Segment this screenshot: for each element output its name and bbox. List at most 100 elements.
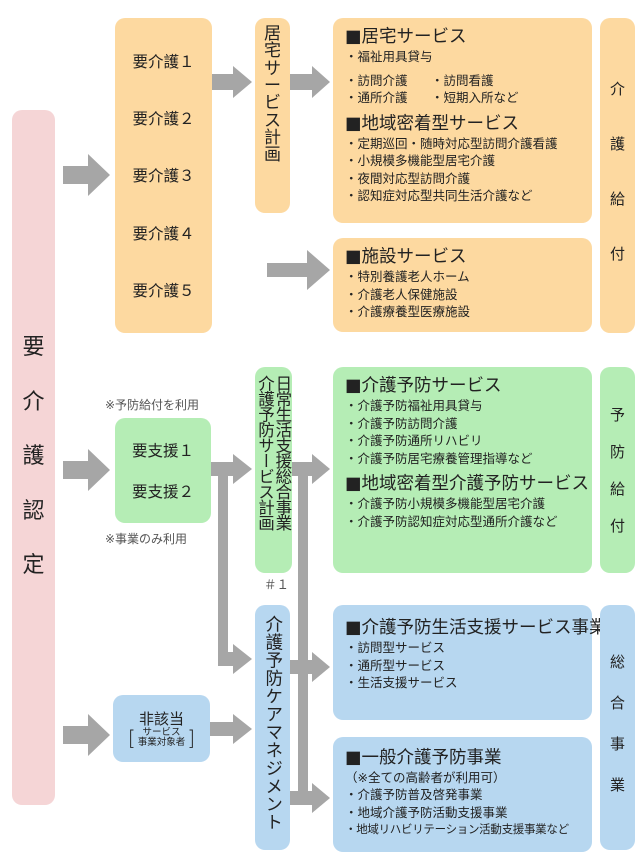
benefit-char: 予 [609,406,625,424]
preventive-benefit-column: 予 防 給 付 [600,367,635,573]
arrow-to-facility-services [267,250,330,290]
preventive-plan-col1: 日常生活支援総合事業 [272,375,292,530]
connector-support-to-mgmt [218,462,228,662]
arrow-to-life-support [290,652,330,682]
note-preventive-benefit: ※予防給付を利用 [105,398,200,412]
service-item: 介護予防居宅療養管理指導など [345,450,584,468]
service-item: 小規模多機能型居宅介護 [345,152,584,170]
service-item: 介護療養型医療施設 [345,303,584,321]
general-prevention-title: ■一般介護予防事業 [345,748,502,768]
community-preventive-list: 介護予防小規模多機能型居宅介護 介護予防認知症対応型通所介護など [345,495,584,530]
arrow-to-home-services [290,66,330,98]
not-applicable-sub: [ サービス 事業対象者 ] [127,725,196,750]
service-item: 訪問介護 [345,72,431,90]
home-services-list: 福祉用具貸与 [345,48,584,66]
footnote-mark: ＃１ [264,577,290,592]
bracket-left: [ [127,725,136,750]
arrow-not-applicable-to-mgmt [210,714,252,744]
care-level-item: 要介護４ [132,224,195,243]
project-char: 合 [609,693,625,712]
not-applicable-box: 非該当 [ サービス 事業対象者 ] [113,695,210,762]
community-preventive-title: ■地域密着型介護予防サービス [345,474,590,494]
service-item: 通所介護 [345,89,431,107]
benefit-char: 付 [609,517,625,535]
facility-services-list: 特別養護老人ホーム 介護老人保健施設 介護療養型医療施設 [345,268,584,321]
life-support-services-box: ■介護予防生活支援サービス事業 訪問型サービス 通所型サービス 生活支援サービス [333,605,607,720]
bracket-right: ] [187,725,196,750]
benefit-char: 防 [609,443,625,461]
sub-text: サービス 事業対象者 [137,726,186,748]
home-services-row: 訪問介護 訪問看護 [345,72,584,90]
service-item: 訪問型サービス [345,639,584,657]
service-item: 訪問看護 [431,72,494,90]
care-level-item: 要介護２ [132,110,195,129]
care-certification-box: 要 介 護 認 定 [12,110,55,805]
service-item: 通所型サービス [345,657,584,675]
cert-char: 要 [22,335,45,361]
service-item: 福祉用具貸与 [345,48,584,66]
plan-char: 宅 [264,41,281,62]
home-services-title: ■居宅サービス [345,27,467,47]
service-item: 夜間対応型訪問介護 [345,170,584,188]
home-services-box: ■居宅サービス 福祉用具貸与 訪問介護 訪問看護 通所介護 短期入所など ■地域… [333,18,592,223]
life-support-list: 訪問型サービス 通所型サービス 生活支援サービス [345,639,584,692]
general-prevention-box: ■一般介護予防事業 （※全ての高齢者が利用可） 介護予防普及啓発事業 地域介護予… [333,737,592,852]
home-services-row: 通所介護 短期入所など [345,89,584,107]
arrow-to-general-prevention [290,783,330,813]
arrow-to-preventive-plan [211,454,252,484]
plan-char: 画 [264,145,281,166]
service-item: 認知症対応型共同生活介護など [345,187,584,205]
cert-char: 護 [22,444,45,470]
service-item: 介護予防訪問介護 [345,415,584,433]
connector-right-vertical [298,462,308,802]
care-level-item: 要介護５ [132,282,195,301]
plan-char: ス [264,110,281,131]
comprehensive-project-column: 総 合 事 業 [600,605,635,850]
benefit-char: 給 [609,189,625,208]
note-project-only: ※事業のみ利用 [105,532,188,546]
preventive-plan-col2: 介護予防サービス計画 [255,375,275,530]
care-levels-box: 要介護１ 要介護２ 要介護３ 要介護４ 要介護５ [115,18,212,333]
service-item: 介護予防認知症対応型通所介護など [345,513,584,531]
care-level-item: 要介護３ [132,167,195,186]
care-level-item: 要介護１ [132,52,195,71]
service-item: 特別養護老人ホーム [345,268,584,286]
community-services-list: 定期巡回・随時対応型訪問介護看護 小規模多機能型居宅介護 夜間対応型訪問介護 認… [345,135,584,205]
benefit-char: 護 [609,134,625,153]
sub-line-1: サービス [142,726,181,738]
preventive-services-box: ■介護予防サービス 介護予防福祉用具貸与 介護予防訪問介護 介護予防通所リハビリ… [333,367,592,573]
care-management-box: 介護予防ケアマネジメント [255,605,290,850]
project-char: 総 [609,652,625,671]
service-item: 介護老人保健施設 [345,286,584,304]
cert-char: 認 [22,498,45,524]
cert-char: 定 [22,553,45,579]
arrow-to-preventive-services [292,454,330,484]
preventive-services-title: ■介護予防サービス [345,376,502,396]
arrow-to-home-plan [212,66,252,98]
not-applicable-label: 非該当 [138,709,184,728]
plan-char: ビ [264,93,281,114]
community-services-title: ■地域密着型サービス [345,113,520,134]
project-char: 事 [609,734,625,753]
project-char: 業 [609,775,625,794]
facility-services-title: ■施設サービス [345,247,467,267]
benefit-char: 介 [609,79,625,98]
service-item: 介護予防福祉用具貸与 [345,397,584,415]
sub-line-2: 事業対象者 [137,736,186,748]
plan-char: 居 [264,24,281,44]
support-level-item: 要支援１ [131,442,194,461]
life-support-title: ■介護予防生活支援サービス事業 [345,618,607,638]
support-levels-box: 要支援１ 要支援２ [115,418,211,523]
plan-char: ー [264,75,281,96]
benefit-char: 給 [609,480,625,498]
facility-services-box: ■施設サービス 特別養護老人ホーム 介護老人保健施設 介護療養型医療施設 [333,238,592,332]
general-prevention-subtitle: （※全ての高齢者が利用可） [345,770,506,785]
service-item: 介護予防小規模多機能型居宅介護 [345,495,584,513]
service-item: 介護予防普及啓発事業 [345,786,584,804]
service-item: 地域リハビリテーション活動支援事業など [345,821,584,839]
general-prevention-list: 介護予防普及啓発事業 地域介護予防活動支援事業 地域リハビリテーション活動支援事… [345,786,584,839]
service-item: 介護予防通所リハビリ [345,432,584,450]
service-item: 定期巡回・随時対応型訪問介護看護 [345,135,584,153]
home-service-plan-box: 居 宅 サ ー ビ ス 計 画 [255,18,290,213]
